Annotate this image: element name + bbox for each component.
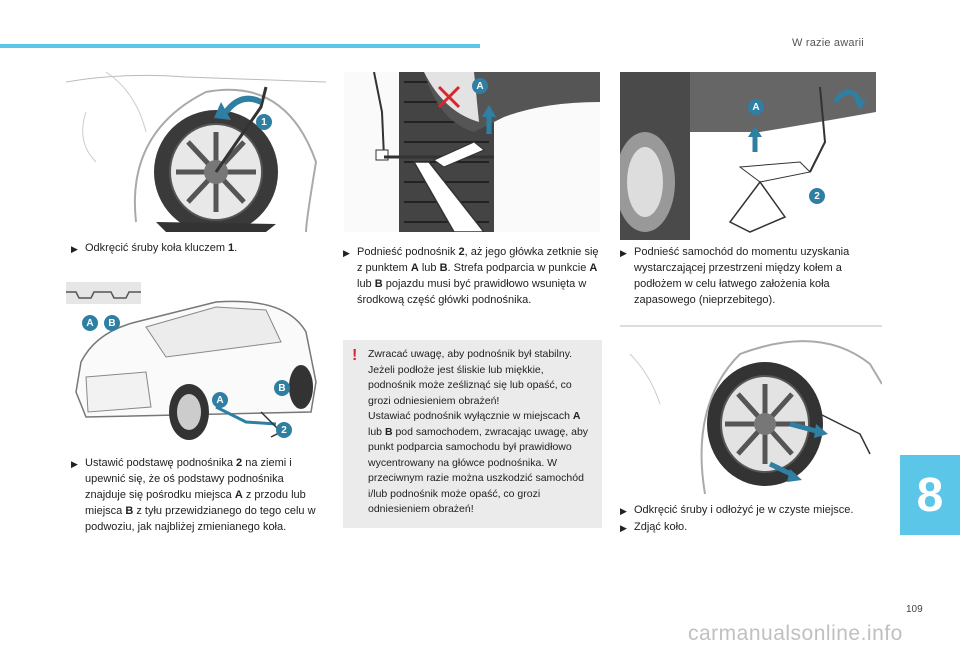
jack-raised-illustration — [620, 72, 876, 240]
warning-paragraph-2: Ustawiać podnośnik wyłącznie w miejscach… — [368, 410, 589, 515]
watermark: carmanualsonline.info — [688, 622, 903, 645]
legend-a-badge: A — [82, 315, 98, 331]
warning-paragraph-1: Zwracać uwagę, aby podnośnik był stabiln… — [368, 348, 573, 407]
warning-exclamation-icon: ! — [352, 347, 358, 364]
callout-2-badge: 2 — [276, 422, 292, 438]
figure-jack-under-car: A — [344, 72, 600, 232]
callout-a-badge: A — [748, 99, 764, 115]
callout-a-badge: A — [472, 78, 488, 94]
figure-car-overview: A B A B 2 — [66, 282, 326, 442]
warning-box: ! Zwracać uwagę, aby podnośnik był stabi… — [343, 340, 602, 528]
figure-remove-wheel — [620, 324, 882, 494]
accent-bar — [0, 44, 480, 48]
page-number: 109 — [906, 604, 923, 615]
step-remove-bolts: ▶ Odkręcić śruby i odłożyć je w czyste m… — [620, 502, 882, 536]
callout-1-badge: 1 — [256, 114, 272, 130]
step-lift-car: ▶ Podnieść samochód do momentu uzyskania… — [620, 246, 850, 306]
jack-illustration — [344, 72, 600, 232]
step-loosen-bolts: ▶ Odkręcić śruby koła kluczem 1. — [71, 240, 321, 257]
bullet-icon: ▶ — [343, 248, 350, 258]
remove-wheel-illustration — [620, 325, 882, 494]
legend-b-badge: B — [104, 315, 120, 331]
callout-2-badge: 2 — [809, 188, 825, 204]
callout-b-badge: B — [274, 380, 290, 396]
step-place-jack: ▶ Ustawić podstawę podnośnika 2 na ziemi… — [71, 457, 316, 533]
bullet-icon: ▶ — [620, 506, 627, 516]
bullet-icon: ▶ — [620, 523, 627, 533]
bullet-icon: ▶ — [71, 244, 78, 254]
figure-jack-raised: A 2 — [620, 72, 876, 240]
section-title: W razie awarii — [792, 37, 864, 49]
step-raise-jack: ▶ Podnieść podnośnik 2, aż jego główka z… — [343, 246, 599, 306]
callout-a-badge: A — [212, 392, 228, 408]
chapter-tab: 8 — [900, 455, 960, 535]
bullet-icon: ▶ — [620, 248, 627, 258]
car-overview-illustration — [66, 282, 317, 440]
figure-wheel-wrench: 1 — [66, 72, 326, 232]
wheel-wrench-illustration — [66, 72, 326, 232]
bullet-icon: ▶ — [71, 459, 78, 469]
